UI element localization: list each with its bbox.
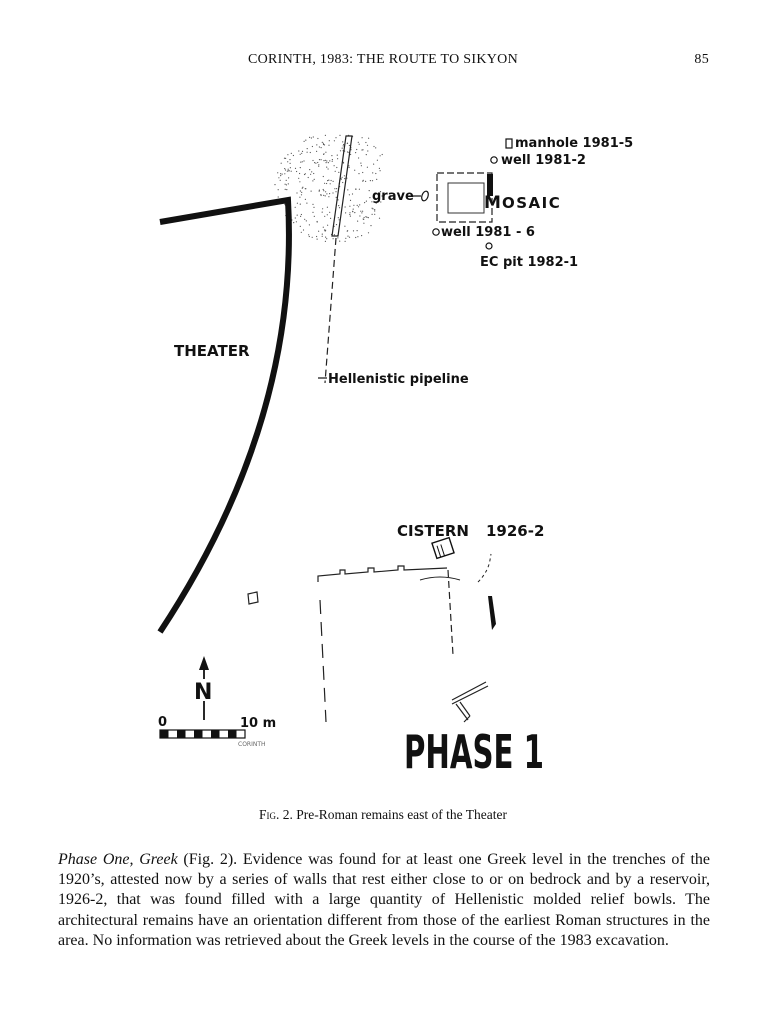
cistern-label: CISTERN [397,522,469,540]
running-title: CORINTH, 1983: THE ROUTE TO SIKYON [248,52,518,67]
phase-label: PHASE 1 [404,725,544,779]
svg-text:CORINTH: CORINTH [238,741,266,748]
scale-end-label: 10 m [240,716,276,731]
stippled-area [274,134,383,242]
body-paragraph: Phase One, Greek (Fig. 2). Evidence was … [58,850,710,951]
pipeline-wall [324,135,353,384]
theater-label: THEATER [174,342,250,360]
manhole-marker [505,138,513,149]
grave-label: grave [372,189,414,204]
scale-start-label: 0 [158,715,167,730]
figure-caption: Fig. 2. Pre-Roman remains east of the Th… [0,807,766,823]
site-plan-drawing: THEATER M OSAIC manhole 1981-5 well 1981… [157,134,633,779]
well-1981-2-label: well 1981-2 [501,153,586,168]
site-plan-figure: THEATER M OSAIC manhole 1981-5 well 1981… [157,134,633,779]
mosaic-label-m: M [484,193,501,213]
caption-text: Pre-Roman remains east of the Theater [296,807,508,822]
cistern-number-label: 1926-2 [486,522,544,540]
theater-wall [157,196,292,634]
figure-number: Fig. 2. [258,807,293,822]
running-head: CORINTH, 1983: THE ROUTE TO SIKYON 85 [0,52,766,72]
pipeline-label: Hellenistic pipeline [328,372,469,387]
mosaic-label: OSAIC [502,194,561,212]
north-arrow-icon [194,656,214,720]
well-1981-6-marker [432,228,440,236]
north-label: N [194,680,212,705]
ec-pit-label: EC pit 1982-1 [480,255,578,270]
scale-bar: CORINTH [159,729,266,748]
grave-marker [421,190,429,202]
manhole-label: manhole 1981-5 [515,136,633,151]
greek-walls [247,565,496,723]
ec-pit-marker [485,242,493,250]
well-1981-2-marker [490,156,498,164]
well-1981-6-label: well 1981 - 6 [441,225,535,240]
section-lead: Phase One, Greek [58,851,178,868]
cistern-plan [431,536,492,583]
page-number: 85 [694,52,709,67]
paragraph-text: (Fig. 2). Evidence was found for at leas… [58,851,710,949]
mosaic-room [436,172,493,223]
